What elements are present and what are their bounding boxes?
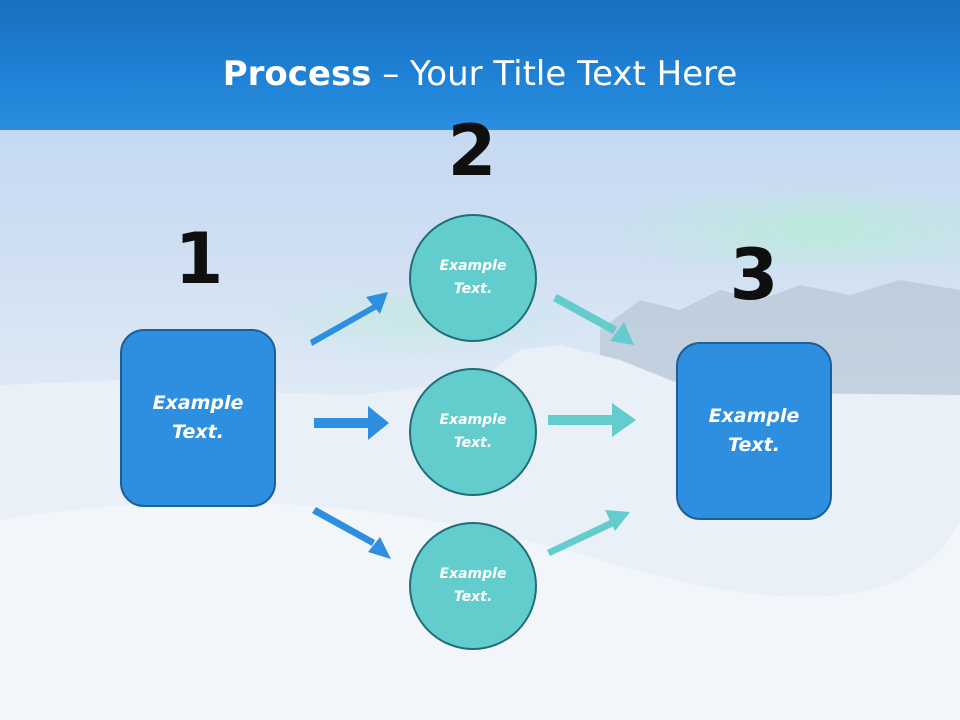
step-2-circle-top-text: Example Text. bbox=[439, 258, 507, 297]
arrow-middle-to-3 bbox=[548, 403, 636, 437]
step-number-3: 3 bbox=[729, 234, 779, 316]
step-number-1: 1 bbox=[174, 218, 224, 300]
arrow-1-to-middle bbox=[314, 406, 389, 440]
arrow-top-to-3 bbox=[553, 294, 634, 345]
step-1-box: Example Text. bbox=[120, 329, 276, 507]
step-3-box-text: Example Text. bbox=[708, 405, 800, 456]
arrow-bottom-to-3 bbox=[547, 510, 630, 556]
title-rest: – Your Title Text Here bbox=[371, 54, 738, 94]
step-2-circle-middle: Example Text. bbox=[409, 368, 537, 496]
arrow-1-to-top bbox=[310, 292, 388, 346]
step-number-2: 2 bbox=[447, 110, 497, 192]
step-2-circle-bottom-text: Example Text. bbox=[439, 566, 507, 605]
step-3-box: Example Text. bbox=[676, 342, 832, 520]
step-2-circle-bottom: Example Text. bbox=[409, 522, 537, 650]
step-2-circle-middle-text: Example Text. bbox=[439, 412, 507, 451]
title-bold: Process bbox=[222, 54, 372, 94]
slide-title: Process – Your Title Text Here bbox=[0, 52, 960, 96]
step-2-circle-top: Example Text. bbox=[409, 214, 537, 342]
step-1-box-text: Example Text. bbox=[152, 392, 244, 443]
title-bar bbox=[0, 0, 960, 130]
arrow-1-to-bottom bbox=[312, 507, 391, 559]
